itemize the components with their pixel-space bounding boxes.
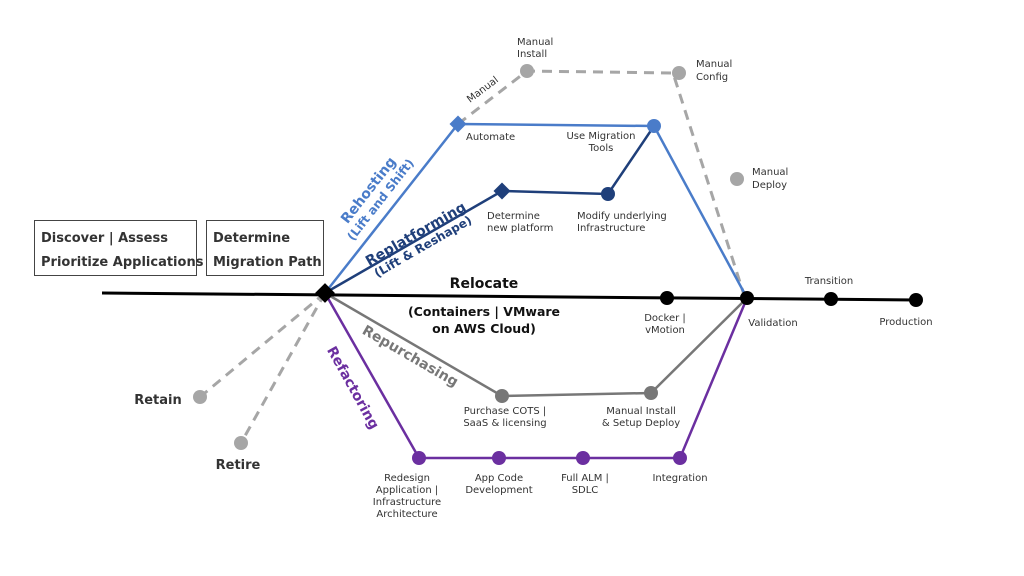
- manual-deploy-node: [730, 172, 744, 186]
- manual-config-node: [672, 66, 686, 80]
- determine-new-platform-label-1: Determine: [487, 211, 540, 222]
- relocate-subtitle-1: (Containers | VMware: [408, 304, 560, 319]
- repurchasing-path-line: [324, 291, 748, 398]
- app-code-label-1: App Code: [475, 473, 523, 484]
- determine-migration-path-box: Determine Migration Path: [206, 220, 324, 276]
- discover-line-1: Discover | Assess: [41, 231, 168, 246]
- refactoring-path-line: [323, 292, 749, 460]
- refactoring-title: Refactoring: [323, 344, 382, 432]
- manual-install-setup-label-1: Manual Install: [606, 406, 676, 417]
- manual-config-label-2: Config: [696, 72, 728, 83]
- retain-node: [193, 390, 207, 404]
- app-code-node: [492, 451, 506, 465]
- retire-label: Retire: [216, 458, 261, 473]
- manual-deploy-label-1: Manual: [752, 167, 788, 178]
- full-alm-node: [576, 451, 590, 465]
- docker-vmotion-node: [660, 291, 674, 305]
- modify-infrastructure-node: [601, 187, 615, 201]
- replatforming-path-line: [324, 125, 656, 295]
- production-node: [909, 293, 923, 307]
- relocate-main-line: [101, 291, 918, 302]
- redesign-label-1: Redesign: [384, 473, 430, 484]
- purchase-cots-label-2: SaaS & licensing: [463, 418, 546, 429]
- discover-assess-box: Discover | Assess Prioritize Application…: [34, 220, 204, 276]
- app-code-label-2: Development: [465, 485, 532, 496]
- manual-config-label-1: Manual: [696, 59, 732, 70]
- transition-node: [824, 292, 838, 306]
- manual-deploy-label-2: Deploy: [752, 180, 787, 191]
- relocate-subtitle-2: on AWS Cloud): [432, 321, 536, 336]
- automate-node: [449, 115, 467, 133]
- relocate-title: Relocate: [450, 276, 519, 292]
- full-alm-label-1: Full ALM |: [561, 473, 609, 484]
- full-alm-label-2: SDLC: [572, 485, 599, 496]
- manual-install-setup-node: [644, 386, 658, 400]
- retire-node: [234, 436, 248, 450]
- docker-vmotion-label-2: vMotion: [645, 325, 685, 336]
- integration-label: Integration: [652, 473, 707, 484]
- integration-node: [673, 451, 687, 465]
- manual-label: Manual: [465, 75, 501, 106]
- retain-path-line: [199, 291, 326, 399]
- use-migration-tools-label-1: Use Migration: [566, 131, 635, 142]
- validation-label: Validation: [748, 318, 797, 329]
- purchase-cots-node: [495, 389, 509, 403]
- retire-path-line: [239, 292, 327, 444]
- redesign-label-4: Architecture: [376, 509, 437, 520]
- determine-new-platform-label-2: new platform: [487, 223, 553, 234]
- modify-infrastructure-label-1: Modify underlying: [577, 211, 667, 222]
- manual-install-setup-label-2: & Setup Deploy: [602, 418, 680, 429]
- redesign-label-3: Infrastructure: [373, 497, 441, 508]
- discover-line-2: Prioritize Applications: [41, 255, 204, 270]
- retain-label: Retain: [134, 393, 182, 408]
- manual-path-line: [457, 69, 747, 299]
- docker-vmotion-label-1: Docker |: [644, 313, 686, 324]
- production-label: Production: [879, 317, 932, 328]
- manual-install-label-1: Manual: [517, 37, 553, 48]
- origin-decision-node: [315, 283, 335, 303]
- determine-new-platform-node: [493, 182, 511, 200]
- validation-node: [740, 291, 754, 305]
- determine-line-1: Determine: [213, 231, 291, 246]
- rehosting-path-line: [324, 122, 749, 299]
- modify-infrastructure-label-2: Infrastructure: [577, 223, 645, 234]
- redesign-label-2: Application |: [376, 485, 438, 496]
- automate-label: Automate: [466, 132, 515, 143]
- manual-install-label-2: Install: [517, 49, 547, 60]
- manual-install-node: [520, 64, 534, 78]
- use-migration-tools-node: [647, 119, 661, 133]
- use-migration-tools-label-2: Tools: [588, 143, 614, 154]
- purchase-cots-label-1: Purchase COTS |: [464, 406, 546, 417]
- determine-line-2: Migration Path: [213, 255, 322, 270]
- redesign-node: [412, 451, 426, 465]
- transition-label: Transition: [804, 276, 853, 287]
